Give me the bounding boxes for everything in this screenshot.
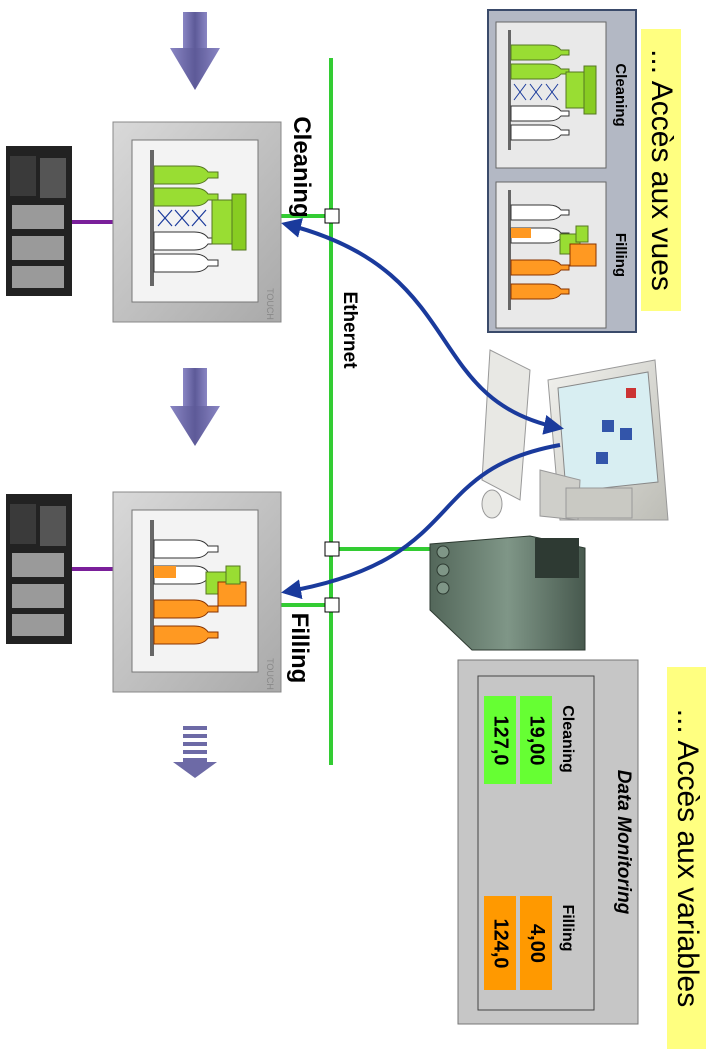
monitoring-label-cleaning: Cleaning	[559, 705, 576, 773]
cleaning-value-2: 127,0	[484, 696, 516, 784]
cleaning-value-1: 19,00	[520, 696, 552, 784]
cleaning-value-1-text: 19,00	[525, 714, 548, 766]
panel-brand-cleaning: TOUCH	[265, 288, 275, 320]
pc-workstation-icon	[481, 349, 669, 521]
views-box	[487, 9, 637, 333]
filling-value-1-text: 4,00	[525, 923, 548, 963]
variables-header: ... Accès aux variables	[667, 667, 706, 1049]
server-icon	[429, 535, 586, 651]
network-node	[324, 541, 340, 557]
monitoring-label-filling: Filling	[559, 904, 576, 952]
touch-panel-icon	[112, 491, 282, 693]
filling-value-1: 4,00	[520, 896, 552, 990]
flow-arrow-icon	[170, 368, 220, 446]
network-node	[324, 208, 340, 224]
flow-arrow-dotted-icon	[173, 726, 217, 778]
cleaning-value-2-text: 127,0	[489, 714, 512, 766]
touch-panel-icon	[112, 121, 282, 323]
panel-label-filling: Filling	[286, 612, 313, 684]
views-label-cleaning: Cleaning	[612, 63, 629, 127]
connection-arrow-filling	[281, 443, 561, 600]
flow-arrow-icon	[170, 12, 220, 90]
filling-value-2: 124,0	[484, 896, 516, 990]
panel-label-cleaning: Cleaning	[288, 116, 315, 218]
connection-arrow-cleaning	[281, 218, 564, 435]
panel-brand-filling: TOUCH	[265, 658, 275, 690]
network-node	[324, 597, 340, 613]
cleaning-screen	[150, 150, 247, 286]
filling-value-2-text: 124,0	[489, 917, 512, 969]
ethernet-label: Ethernet	[339, 291, 360, 369]
monitoring-title: Data Monitoring	[613, 769, 634, 915]
filling-screen	[150, 520, 247, 656]
plc-rack-icon	[6, 146, 72, 296]
plc-rack-icon	[6, 494, 72, 644]
views-label-filling: Filling	[612, 232, 629, 278]
views-header: ... Accès aux vues	[641, 29, 681, 311]
